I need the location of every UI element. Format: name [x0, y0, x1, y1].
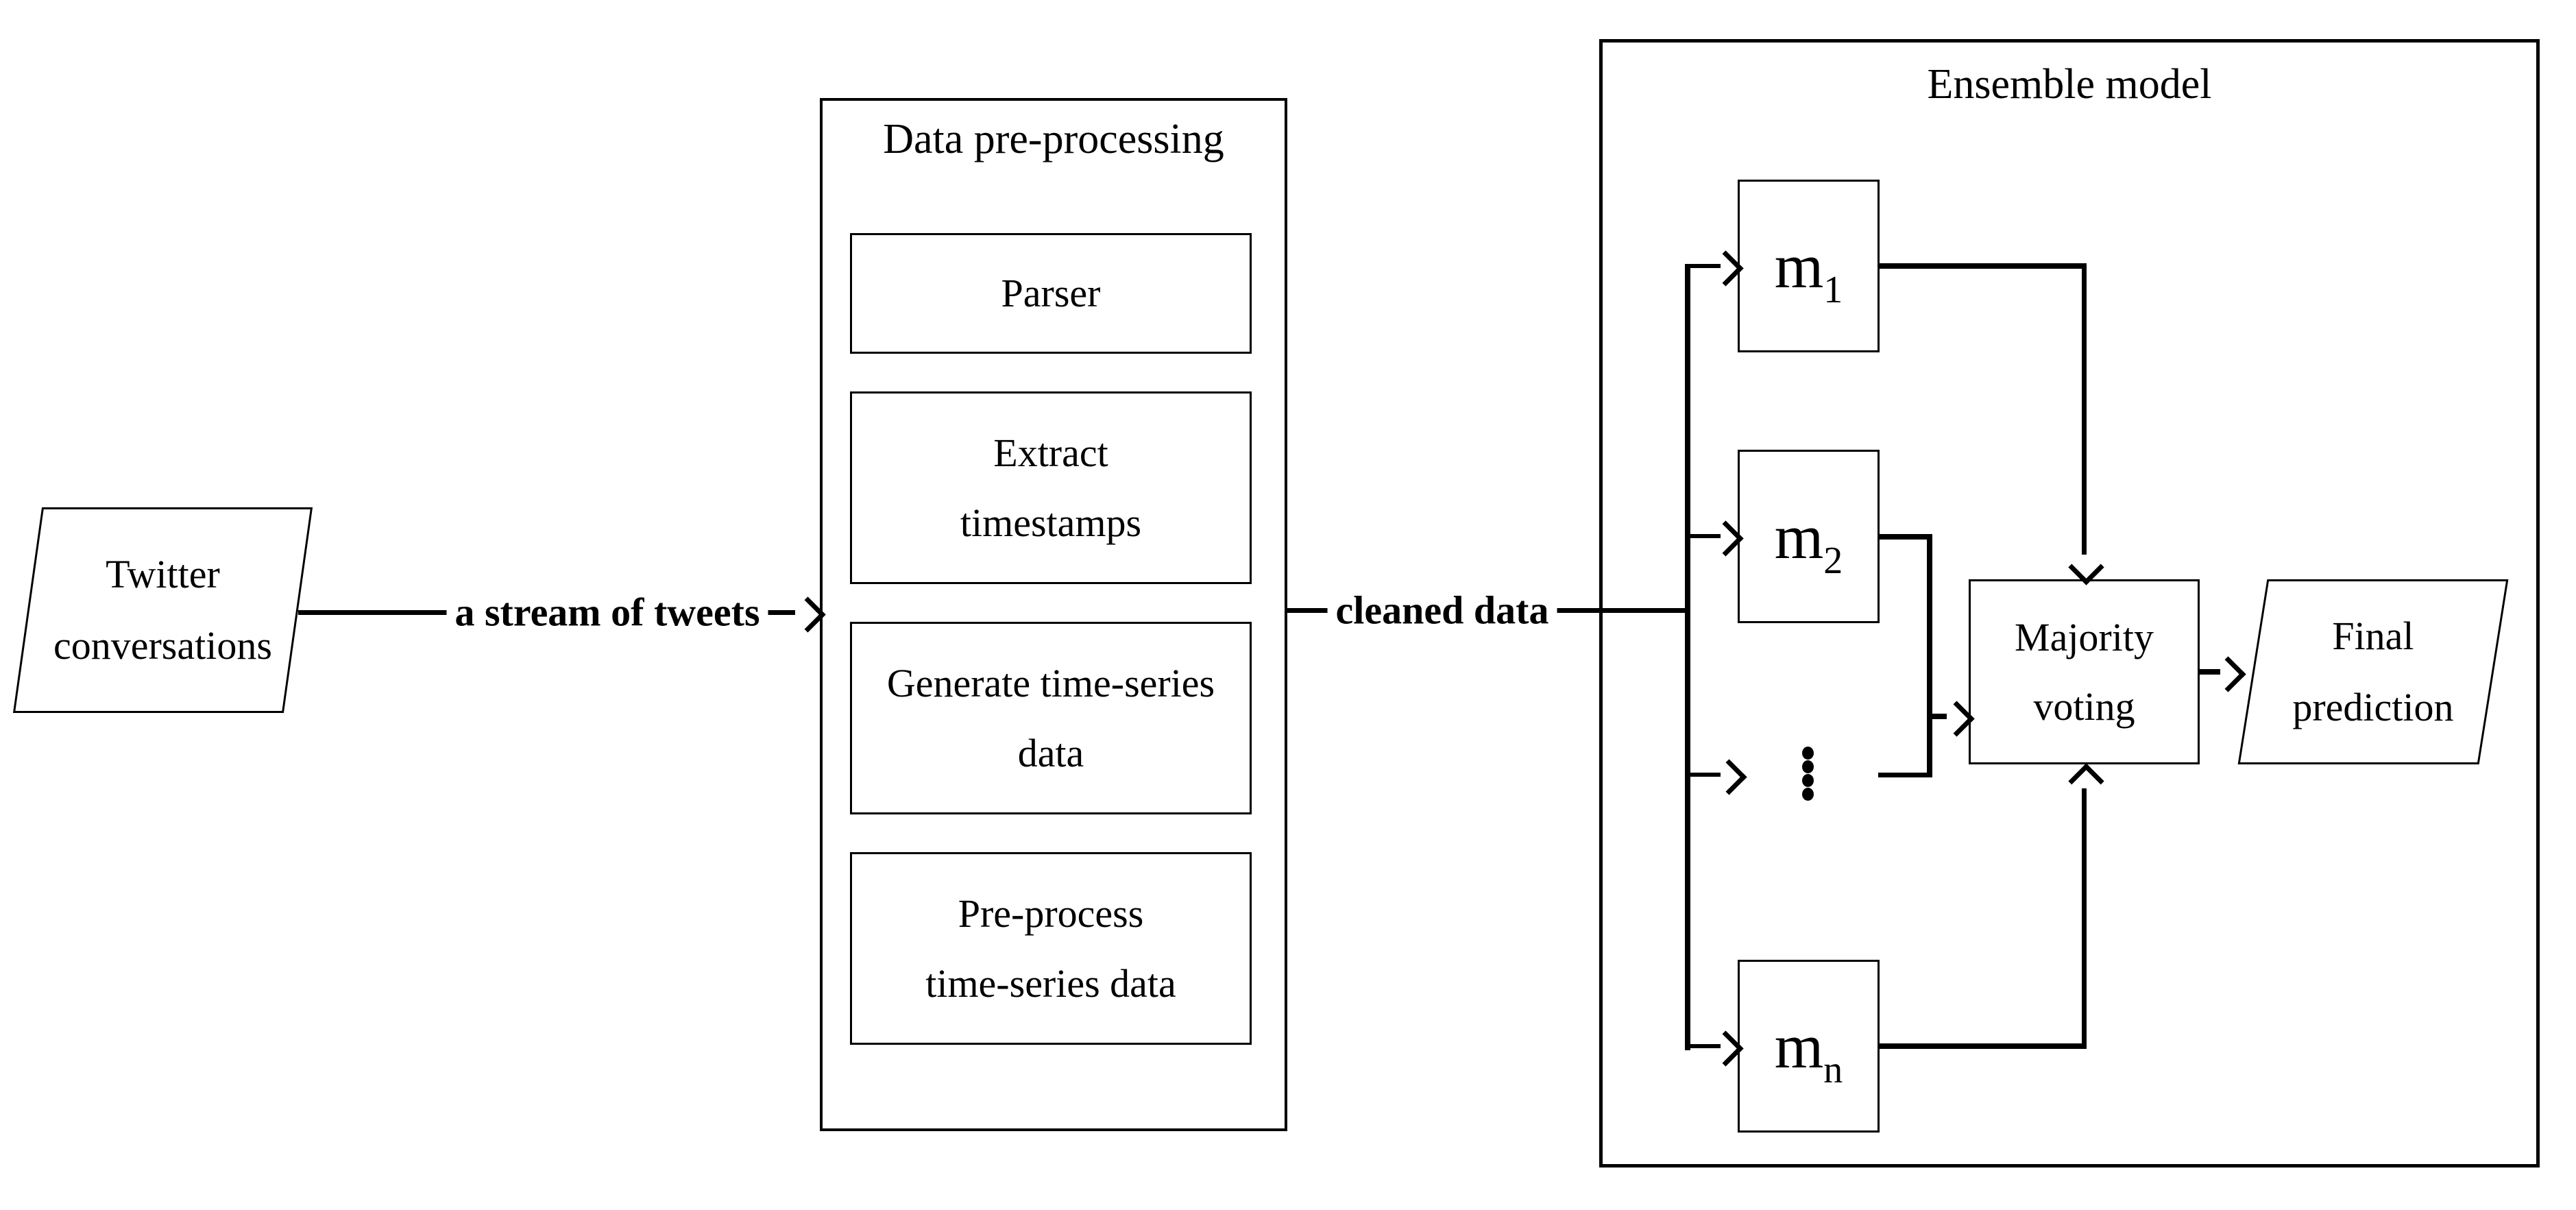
ellipsis-icon: [1802, 747, 1814, 801]
preprocessing-title: Data pre-processing: [883, 116, 1224, 162]
ensemble-model-title: Ensemble model: [1927, 61, 2212, 108]
twitter-conversations-node: Twitter conversations: [12, 507, 313, 713]
ellipsis-output-line-h: [1878, 773, 1929, 777]
model-input-spine: [1685, 264, 1690, 1050]
branch-line-m1: [1688, 264, 1721, 268]
voting-left-entry-line: [1929, 714, 1947, 719]
branch-line-mn: [1688, 1044, 1721, 1048]
final-edge-line: [2200, 669, 2220, 675]
model-label-m1: m1: [1774, 231, 1843, 311]
model-box-mn: mn: [1738, 960, 1880, 1133]
model-label-m2: m2: [1774, 501, 1843, 582]
cleaned-edge-label: cleaned data: [1327, 587, 1557, 633]
step-box-generate-timeseries: Generate time-series data: [850, 622, 1252, 814]
model-label-mn: mn: [1774, 1011, 1843, 1091]
step-box-preprocess-timeseries: Pre-process time-series data: [850, 852, 1252, 1045]
branch-line-ellipsis: [1688, 773, 1721, 777]
stream-edge-label: a stream of tweets: [446, 589, 768, 636]
model-box-m2: m2: [1738, 450, 1880, 623]
step-box-parser: Parser: [850, 233, 1252, 354]
final-prediction-label: Final prediction: [2292, 613, 2454, 729]
model-box-m1: m1: [1738, 180, 1880, 352]
m1-output-line-h: [1880, 263, 2087, 269]
mn-output-line-v: [2082, 788, 2087, 1046]
ensemble-model-box: [1599, 39, 2540, 1167]
m1-output-line-v: [2082, 266, 2087, 555]
mn-output-line-h: [1880, 1043, 2087, 1049]
m2-output-line-h: [1880, 534, 1932, 540]
final-prediction-node: Final prediction: [2237, 579, 2509, 764]
majority-voting-box: Majority voting: [1969, 579, 2200, 764]
step-box-extract-timestamps: Extract timestamps: [850, 391, 1252, 584]
twitter-conversations-label: Twitter conversations: [53, 551, 272, 668]
branch-line-m2: [1688, 534, 1721, 538]
m2-merge-line-v: [1927, 534, 1932, 777]
